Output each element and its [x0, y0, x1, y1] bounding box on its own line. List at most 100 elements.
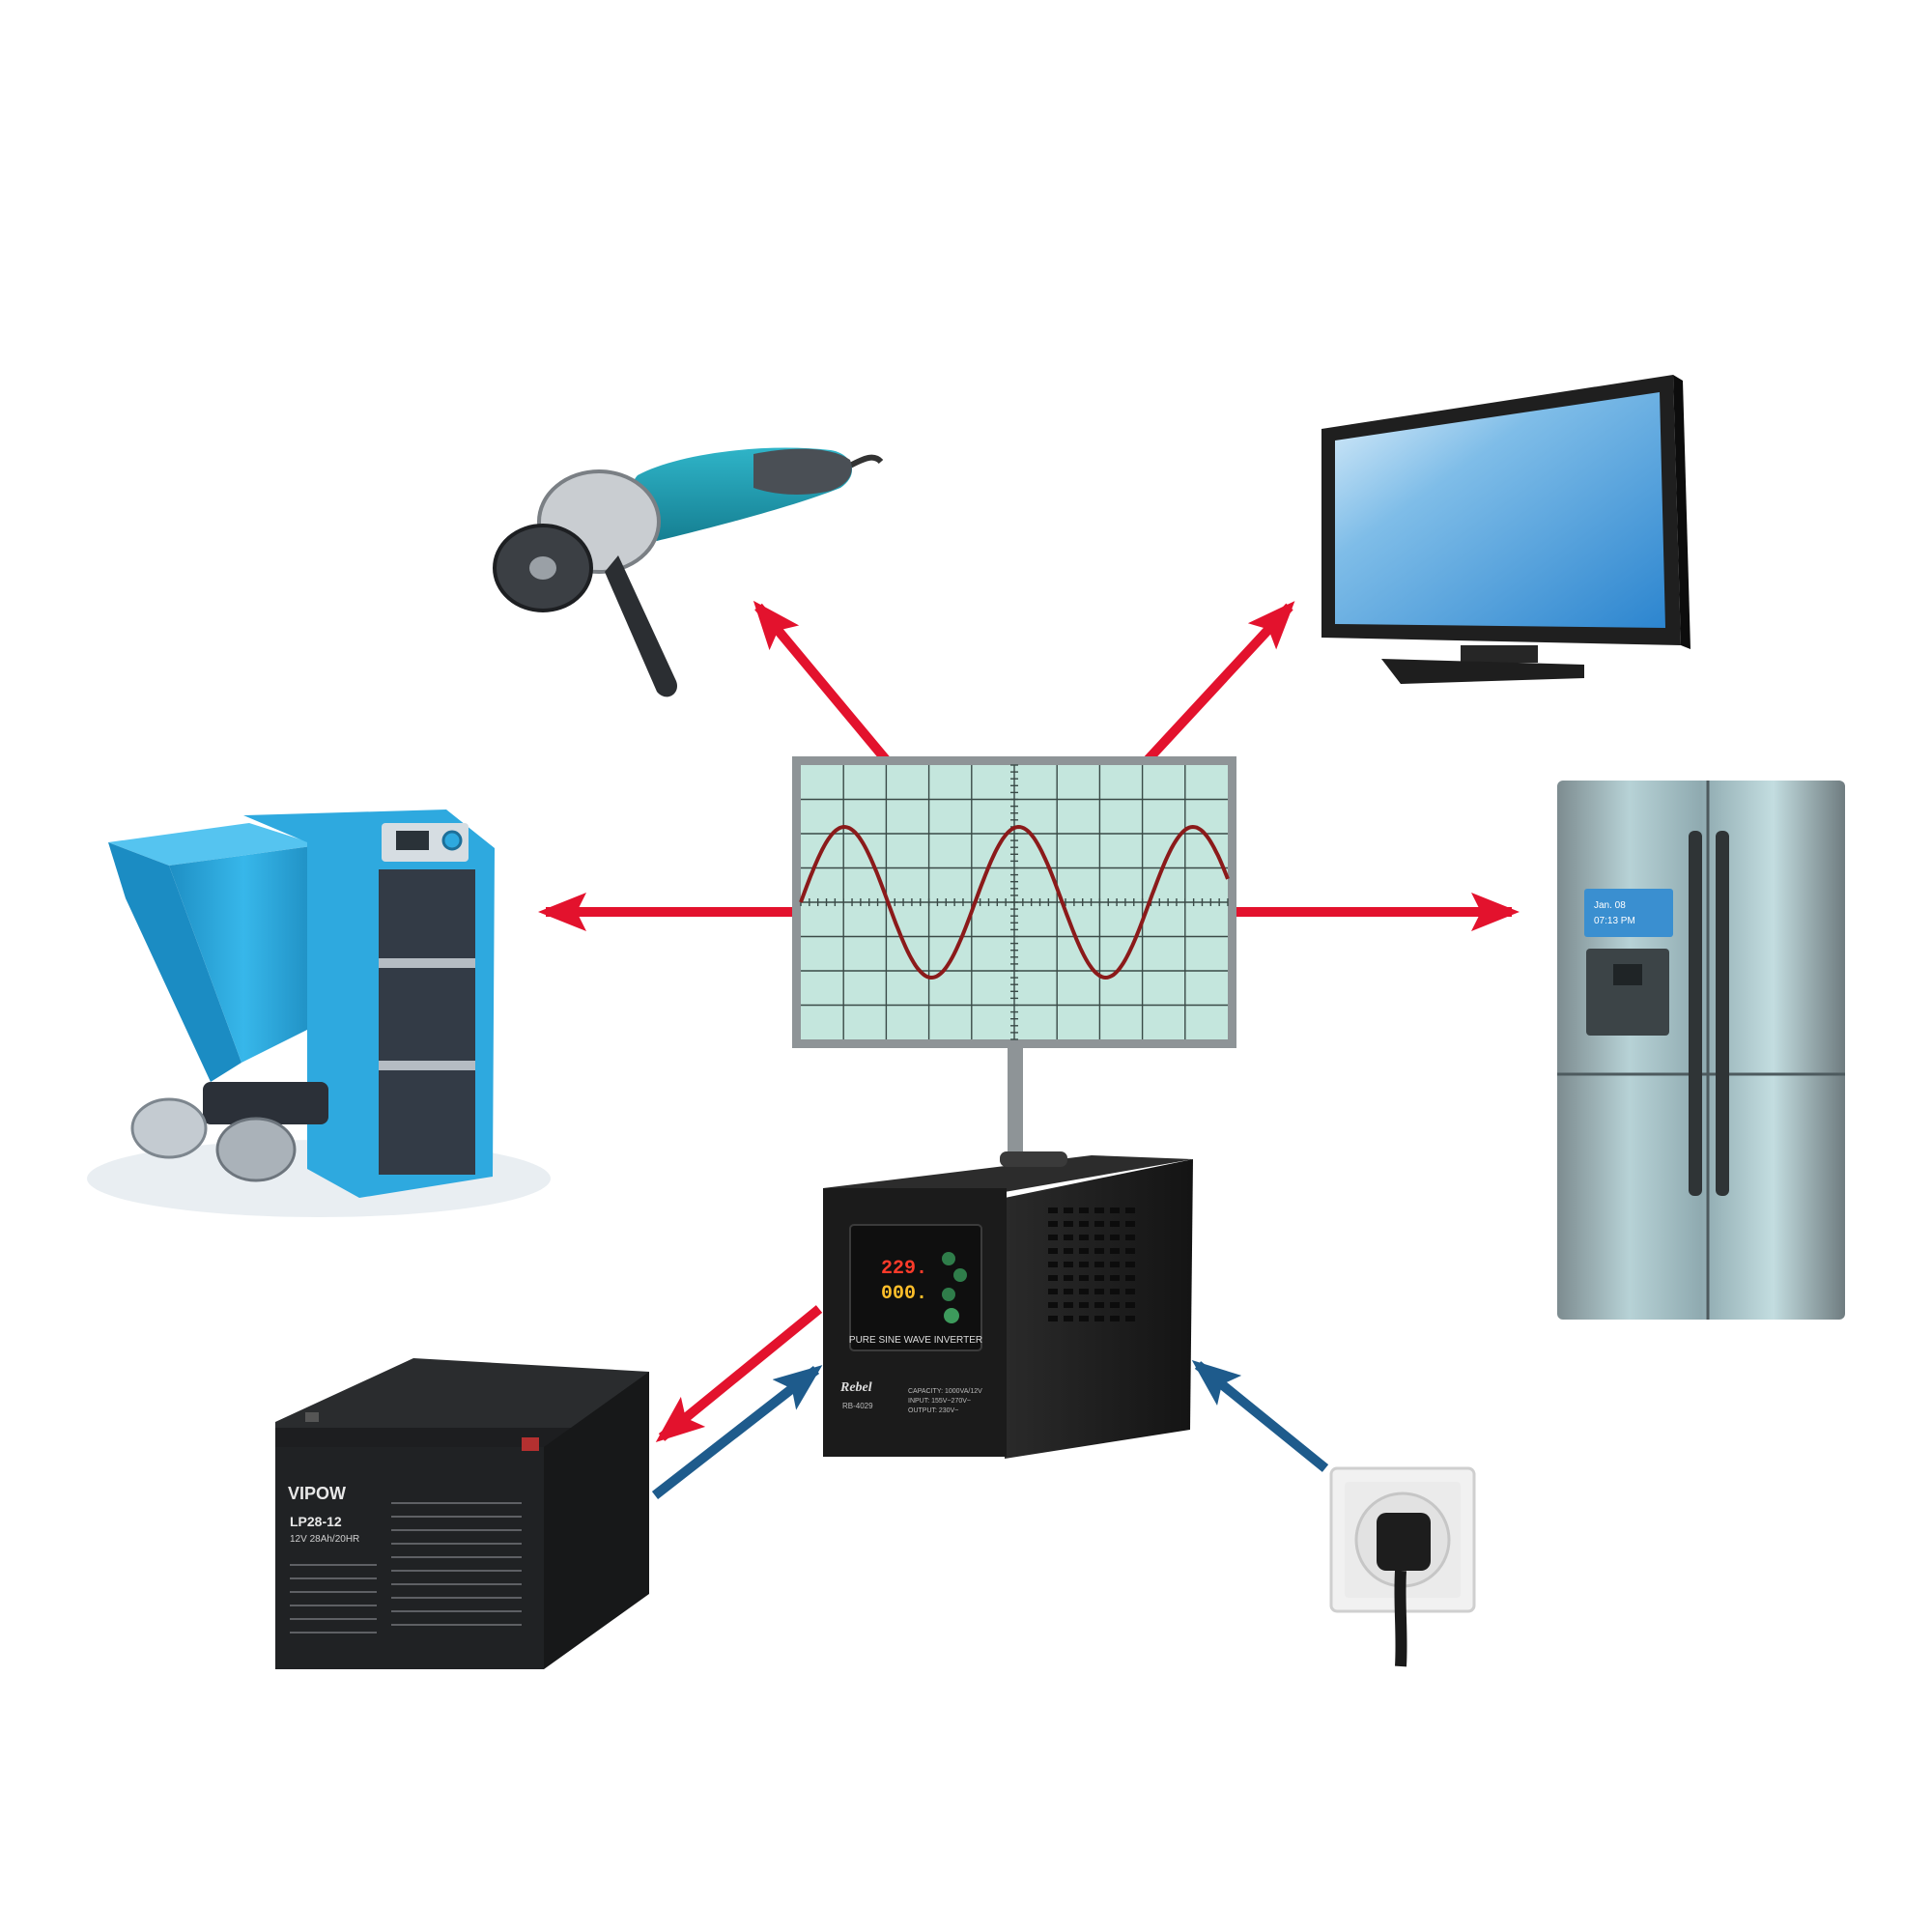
inverter-vent	[1079, 1289, 1089, 1294]
fridge-display-time: 07:13 PM	[1594, 916, 1635, 926]
dispenser-nozzle	[1613, 964, 1642, 985]
inverter-spec-input: INPUT: 155V~270V~	[908, 1398, 971, 1405]
hopper-side	[169, 845, 319, 1063]
inverter-handle	[1000, 1151, 1067, 1167]
arrow-from-socket	[1191, 1359, 1329, 1472]
scope-stand	[1008, 1045, 1023, 1161]
boiler-icon	[87, 810, 551, 1217]
inverter-vent	[1094, 1275, 1104, 1281]
inverter-vent	[1125, 1235, 1135, 1240]
grinder-side-handle	[605, 555, 677, 697]
inverter-spec-output: OUTPUT: 230V~	[908, 1407, 958, 1414]
oscilloscope-icon	[792, 756, 1236, 1161]
grinder-cable	[848, 454, 884, 469]
tv-icon	[1321, 375, 1690, 684]
battery-icon: VIPOW LP28-12 12V 28Ah/20HR	[275, 1358, 649, 1669]
inverter-vent	[1048, 1316, 1058, 1321]
inverter-vent	[1125, 1289, 1135, 1294]
boiler-door-top	[379, 869, 475, 958]
inverter-vent	[1064, 1302, 1073, 1308]
inverter-side	[1005, 1159, 1193, 1459]
inverter-vent	[1125, 1221, 1135, 1227]
inverter-top	[823, 1155, 1193, 1198]
scope-center-ticks	[800, 764, 1229, 1040]
arrow-to-battery-charge	[655, 1305, 823, 1443]
auger-feeder	[203, 1082, 328, 1124]
inverter-vent	[1125, 1248, 1135, 1254]
inverter-vent	[1094, 1235, 1104, 1240]
fridge-handle-right	[1716, 831, 1729, 1196]
inverter-vent	[1064, 1275, 1073, 1281]
inverter-button-1	[942, 1252, 955, 1265]
inverter-vent	[1079, 1302, 1089, 1308]
inverter-vent	[1048, 1275, 1058, 1281]
battery-brand: VIPOW	[288, 1484, 346, 1503]
inverter-vent	[1110, 1275, 1120, 1281]
inverter-vent	[1079, 1208, 1089, 1213]
arrow-to-grinder	[753, 600, 893, 767]
inverter-vent	[1094, 1221, 1104, 1227]
inverter-vent	[1094, 1289, 1104, 1294]
inverter-vent	[1125, 1316, 1135, 1321]
fridge-handle-left	[1689, 831, 1702, 1196]
inverter-display-bottom: 000.	[881, 1283, 927, 1305]
inverter-brand: Rebel	[839, 1380, 872, 1395]
inverter-vent	[1048, 1221, 1058, 1227]
inverter-vent	[1110, 1248, 1120, 1254]
inverter-vents	[1048, 1208, 1135, 1321]
inverter-vent	[1064, 1289, 1073, 1294]
grinder-rear-grip	[753, 448, 852, 495]
boiler-trim-2	[379, 1061, 475, 1070]
inverter-vent	[1125, 1262, 1135, 1267]
inverter-vent	[1079, 1262, 1089, 1267]
inverter-vent	[1094, 1208, 1104, 1213]
inverter-vent	[1125, 1275, 1135, 1281]
inverter-vent	[1079, 1275, 1089, 1281]
inverter-vent	[1079, 1248, 1089, 1254]
inverter-vent	[1094, 1262, 1104, 1267]
inverter-vent	[1079, 1316, 1089, 1321]
inverter-power-button	[944, 1308, 959, 1323]
inverter-vent	[1110, 1221, 1120, 1227]
inverter-vent	[1048, 1289, 1058, 1294]
output-arrows	[537, 600, 1520, 1443]
inverter-icon: 229. 000. PURE SINE WAVE INVERTER Rebel …	[823, 1151, 1193, 1459]
inverter-button-2	[953, 1268, 967, 1282]
inverter-vent	[1079, 1235, 1089, 1240]
inverter-display-top: 229.	[881, 1258, 927, 1280]
inverter-vent	[1079, 1221, 1089, 1227]
inverter-model: RB-4029	[842, 1402, 873, 1410]
gear-motor	[215, 1117, 297, 1182]
inverter-vent	[1064, 1316, 1073, 1321]
control-knob	[441, 830, 463, 851]
plug-body	[1377, 1513, 1431, 1571]
inverter-vent	[1110, 1262, 1120, 1267]
inverter-vent	[1125, 1208, 1135, 1213]
arrow-from-battery	[651, 1365, 823, 1499]
inverter-vent	[1064, 1262, 1073, 1267]
hopper-front	[108, 842, 242, 1082]
boiler-trim-1	[379, 958, 475, 968]
boiler-door-middle	[379, 968, 475, 1061]
battery-label-lines	[290, 1502, 522, 1634]
tv-side	[1673, 375, 1690, 649]
control-display	[396, 831, 429, 850]
inverter-vent	[1110, 1208, 1120, 1213]
inverter-vent	[1064, 1235, 1073, 1240]
angle-grinder-icon	[493, 447, 884, 697]
inverter-vent	[1110, 1235, 1120, 1240]
inverter-spec-capacity: CAPACITY: 1000VA/12V	[908, 1388, 982, 1395]
sine-wave	[799, 824, 1230, 980]
hopper-top	[108, 823, 319, 866]
auger-motor	[130, 1097, 208, 1159]
fridge-display	[1584, 889, 1673, 937]
water-dispenser	[1586, 949, 1669, 1036]
inverter-vent	[1064, 1208, 1073, 1213]
tv-stand	[1381, 659, 1584, 684]
inverter-vent	[1110, 1302, 1120, 1308]
wall-socket-icon	[1329, 1466, 1476, 1667]
inverter-vent	[1110, 1316, 1120, 1321]
refrigerator-icon: Jan. 08 07:13 PM	[1557, 781, 1845, 1320]
inverter-vent	[1094, 1302, 1104, 1308]
